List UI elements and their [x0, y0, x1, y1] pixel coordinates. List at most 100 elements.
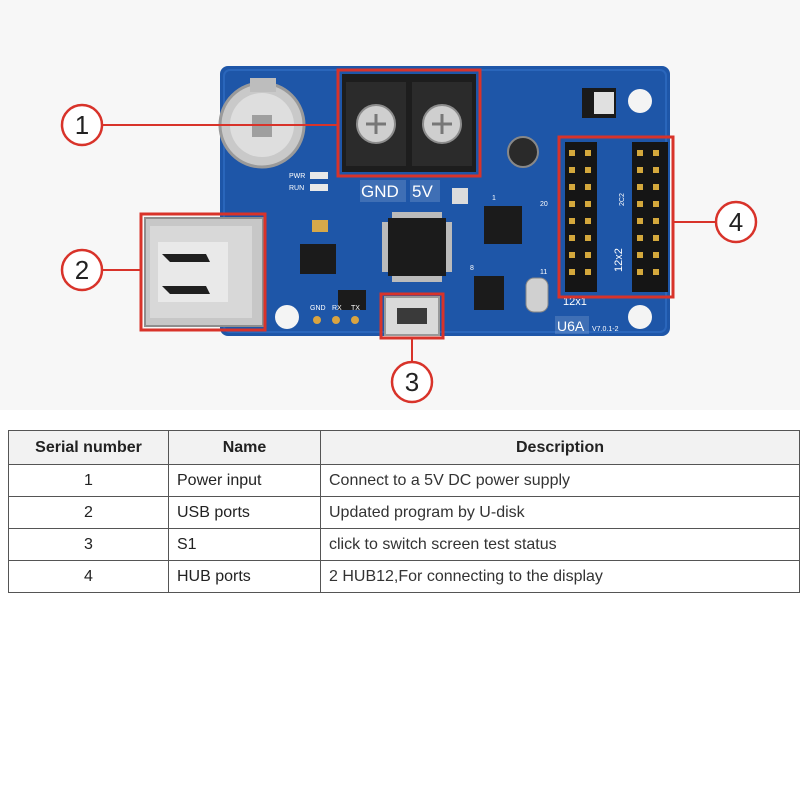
pwr-label: PWR	[289, 173, 305, 180]
version-label: V7.0.1-2	[592, 326, 619, 333]
pin8-label: 8	[470, 265, 474, 272]
crystal-small	[452, 188, 468, 204]
header-name: Name	[168, 430, 321, 465]
cell-description: Connect to a 5V DC power supply	[320, 464, 800, 497]
cell-serial: 2	[8, 496, 169, 529]
hub-pin	[585, 218, 591, 224]
callout-2-box	[139, 212, 267, 332]
header-pin	[351, 316, 359, 324]
cell-description: Updated program by U-disk	[320, 496, 800, 529]
header-serial: Serial number	[8, 430, 169, 465]
hub-pin	[585, 150, 591, 156]
usb-port	[144, 217, 264, 327]
callout-4-box	[557, 135, 675, 299]
pin20-label: 20	[540, 201, 548, 208]
callout-1-marker: 1	[60, 103, 104, 147]
hub-pin	[585, 269, 591, 275]
callout-4-marker: 4	[714, 200, 758, 244]
cell-name: HUB ports	[168, 560, 321, 593]
mounting-hole	[628, 305, 652, 329]
mounting-hole	[275, 305, 299, 329]
cell-name: S1	[168, 528, 321, 561]
hub-pin	[569, 184, 575, 190]
board-figure: GND 5V PWR RUN 1 20 11 8 GND RX TX	[60, 66, 758, 404]
hub-pin	[569, 218, 575, 224]
hub-pin	[637, 252, 643, 258]
hub-pin	[569, 167, 575, 173]
cell-serial: 1	[8, 464, 169, 497]
header-pin	[332, 316, 340, 324]
hub-pin	[569, 252, 575, 258]
callout-1-number: 1	[75, 110, 89, 140]
cell-description: click to switch screen test status	[320, 528, 800, 561]
run-label: RUN	[289, 185, 304, 192]
hub-pin	[569, 235, 575, 241]
hub-12x1-label: 12x1	[563, 296, 587, 308]
hub-pin	[637, 269, 643, 275]
pwr-led	[310, 172, 328, 179]
callout-3-number: 3	[405, 367, 419, 397]
hub-ic-mark: 2C2	[619, 193, 626, 206]
model-label: U6A	[557, 318, 585, 334]
table-row: 1 Power input Connect to a 5V DC power s…	[8, 464, 800, 497]
hub-pin	[637, 167, 643, 173]
ic-chip	[474, 276, 504, 310]
hub-pin	[585, 201, 591, 207]
table-row: 4 HUB ports 2 HUB12,For connecting to th…	[8, 560, 800, 593]
hub-pin	[585, 235, 591, 241]
hub-pin	[637, 201, 643, 207]
jumper	[312, 220, 328, 232]
table-row: 3 S1 click to switch screen test status	[8, 528, 800, 561]
mounting-hole	[628, 89, 652, 113]
header-description: Description	[320, 430, 800, 465]
cell-serial: 3	[8, 528, 169, 561]
hub-pin	[585, 167, 591, 173]
gnd-label: GND	[361, 182, 399, 201]
cell-description: 2 HUB12,For connecting to the display	[320, 560, 800, 593]
hub-pin	[653, 167, 659, 173]
hub-pin	[653, 218, 659, 224]
callout-4-number: 4	[729, 207, 743, 237]
ic-chip	[484, 206, 522, 244]
5v-label: 5V	[412, 182, 433, 201]
cell-name: Power input	[168, 464, 321, 497]
hub-pin	[653, 201, 659, 207]
hub-pin	[637, 218, 643, 224]
pin11-label: 11	[540, 269, 547, 276]
callout-3-marker: 3	[390, 360, 434, 404]
hub-pin	[637, 184, 643, 190]
terminal-block	[342, 74, 476, 172]
hub-pin	[569, 150, 575, 156]
mcu-chip	[382, 212, 452, 282]
tx-label: TX	[351, 305, 360, 312]
hub-pin	[653, 252, 659, 258]
run-led	[310, 184, 328, 191]
hub-pin	[585, 184, 591, 190]
callout-2-number: 2	[75, 255, 89, 285]
capacitor	[507, 136, 539, 168]
hub-pin	[585, 252, 591, 258]
rx-label: RX	[332, 305, 342, 312]
cell-serial: 4	[8, 560, 169, 593]
table-header-row: Serial number Name Description	[8, 430, 800, 465]
ports-table: Serial number Name Description 1 Power i…	[8, 430, 800, 593]
callout-2-marker: 2	[60, 248, 104, 292]
hub-pin	[637, 235, 643, 241]
hub-12x2-label: 12x2	[613, 248, 625, 272]
s1-switch	[384, 296, 440, 336]
hub-pin	[653, 150, 659, 156]
pin1-label: 1	[492, 195, 496, 202]
hub-pin	[569, 201, 575, 207]
cell-name: USB ports	[168, 496, 321, 529]
hub-pin	[653, 184, 659, 190]
board-diagram: GND 5V PWR RUN 1 20 11 8 GND RX TX	[60, 66, 758, 404]
hub-pin	[569, 269, 575, 275]
hub-pin	[653, 235, 659, 241]
ic-chip	[300, 244, 336, 274]
ic-chip	[338, 290, 366, 310]
crystal	[525, 277, 549, 313]
gnd-small-label: GND	[310, 305, 326, 312]
callout-1-box	[336, 68, 482, 178]
header-pin	[313, 316, 321, 324]
hub-pin	[637, 150, 643, 156]
